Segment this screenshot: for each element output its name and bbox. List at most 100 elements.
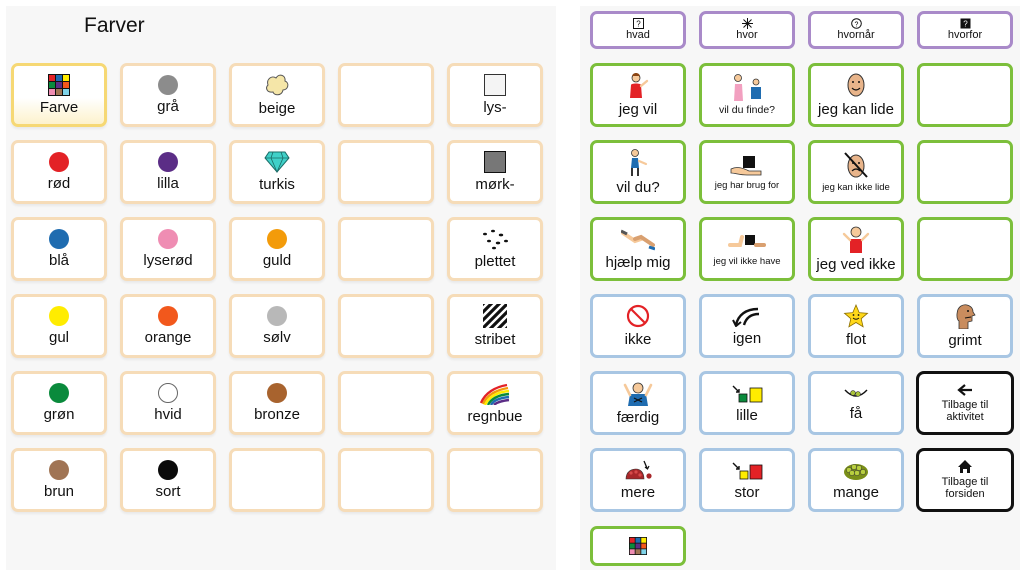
phrase-tile-empty[interactable] bbox=[917, 140, 1013, 204]
tile-label: jeg vil bbox=[618, 101, 658, 119]
word-tile-grimt[interactable]: grimt bbox=[917, 294, 1013, 358]
refuse-icon bbox=[728, 235, 766, 248]
color-tile-empty[interactable] bbox=[338, 217, 434, 281]
word-tile-mere[interactable]: mere bbox=[590, 448, 686, 512]
phrase-tile-vil-du[interactable]: vil du? bbox=[590, 140, 686, 204]
not-icon bbox=[626, 305, 650, 328]
color-tile-empty[interactable] bbox=[338, 371, 434, 435]
phrase-tile-jeg-har-brug-for[interactable]: jeg har brug for bbox=[699, 140, 795, 204]
phrase-tile-jeg-vil-ikke-have[interactable]: jeg vil ikke have bbox=[699, 217, 795, 281]
phrase-tile-jeg-kan-ikke-lide[interactable]: jeg kan ikke lide bbox=[808, 140, 904, 204]
word-tile-faerdig[interactable]: færdig bbox=[590, 371, 686, 435]
tile-label: lys- bbox=[483, 99, 507, 117]
tile-label: jeg vil ikke have bbox=[713, 256, 781, 268]
word-tile-fa[interactable]: få bbox=[808, 371, 904, 435]
color-tile-mork[interactable]: mørk- bbox=[447, 140, 543, 204]
color-tile-stribet[interactable]: stribet bbox=[447, 294, 543, 358]
arrow-left-icon bbox=[957, 384, 972, 396]
color-tile-beige[interactable]: beige bbox=[229, 63, 325, 127]
color-tile-empty[interactable] bbox=[338, 294, 434, 358]
phrase-tile-vil-du-finde[interactable]: vil du finde? bbox=[699, 63, 795, 127]
more-icon bbox=[625, 460, 652, 480]
pink-dot-icon bbox=[158, 229, 178, 250]
tile-label: stribet bbox=[474, 331, 516, 349]
color-tile-brun[interactable]: brun bbox=[11, 448, 107, 512]
color-tile-gra[interactable]: grå bbox=[120, 63, 216, 127]
tile-label: hjælp mig bbox=[605, 254, 671, 272]
color-tile-regnbue[interactable]: regnbue bbox=[447, 371, 543, 435]
color-tile-gron[interactable]: grøn bbox=[11, 371, 107, 435]
where-icon bbox=[741, 18, 753, 30]
tile-label: jeg kan ikke lide bbox=[822, 182, 890, 194]
phrase-tile-jeg-ved-ikke[interactable]: jeg ved ikke bbox=[808, 217, 904, 281]
color-tile-lys[interactable]: lys- bbox=[447, 63, 543, 127]
svg-text:?: ? bbox=[636, 20, 641, 29]
phrase-tile-jeg-kan-lide[interactable]: jeg kan lide bbox=[808, 63, 904, 127]
svg-text:?: ? bbox=[854, 22, 858, 29]
word-tile-flot[interactable]: flot bbox=[808, 294, 904, 358]
word-tile-igen[interactable]: igen bbox=[699, 294, 795, 358]
question-tile-hvad[interactable]: ? hvad bbox=[590, 11, 686, 49]
orange-dot-icon bbox=[158, 306, 178, 327]
tile-label: lilla bbox=[157, 175, 179, 193]
color-tile-empty[interactable] bbox=[338, 448, 434, 512]
like-icon bbox=[847, 73, 865, 97]
tile-label: regnbue bbox=[467, 408, 523, 426]
word-tile-lille[interactable]: lille bbox=[699, 371, 795, 435]
nav-back-activity-button[interactable]: Tilbage til aktivitet bbox=[916, 371, 1014, 435]
color-tile-empty[interactable] bbox=[447, 448, 543, 512]
color-tile-bla[interactable]: blå bbox=[11, 217, 107, 281]
color-grid-icon bbox=[48, 74, 70, 97]
color-tile-empty[interactable] bbox=[338, 140, 434, 204]
color-tile-plettet[interactable]: plettet bbox=[447, 217, 543, 281]
color-tile-orange[interactable]: orange bbox=[120, 294, 216, 358]
phrase-tile-empty[interactable] bbox=[917, 63, 1013, 127]
question-tile-hvor[interactable]: hvor bbox=[699, 11, 795, 49]
star-icon bbox=[843, 304, 869, 328]
small-icon bbox=[732, 385, 763, 403]
tile-label: Tilbage til aktivitet bbox=[941, 398, 989, 423]
tile-label: hvid bbox=[154, 406, 182, 424]
finished-icon bbox=[623, 382, 653, 407]
color-tile-empty[interactable] bbox=[229, 448, 325, 512]
white-dot-icon bbox=[158, 383, 178, 404]
find-icon bbox=[734, 74, 761, 102]
word-tile-ikke[interactable]: ikke bbox=[590, 294, 686, 358]
big-icon bbox=[732, 462, 763, 480]
color-tile-lyserod[interactable]: lyserød bbox=[120, 217, 216, 281]
phrase-tile-empty[interactable] bbox=[917, 217, 1013, 281]
tile-label: beige bbox=[258, 100, 296, 118]
phrase-tile-jeg-vil[interactable]: jeg vil bbox=[590, 63, 686, 127]
tile-label: igen bbox=[732, 330, 762, 348]
question-tile-hvorfor[interactable]: ? hvorfor bbox=[917, 11, 1013, 49]
svg-text:?: ? bbox=[963, 20, 968, 29]
tile-label: Farve bbox=[39, 99, 79, 117]
color-tile-rod[interactable]: rød bbox=[11, 140, 107, 204]
phrase-tile-hjaelp-mig[interactable]: hjælp mig bbox=[590, 217, 686, 281]
phrase-tile-colors[interactable] bbox=[590, 526, 686, 566]
color-tile-turkis[interactable]: turkis bbox=[229, 140, 325, 204]
page-title: Farver bbox=[84, 14, 145, 37]
color-tile-empty[interactable] bbox=[338, 63, 434, 127]
bronze-dot-icon bbox=[267, 383, 287, 404]
color-tile-guld[interactable]: guld bbox=[229, 217, 325, 281]
question-tile-hvornar[interactable]: ? hvornår bbox=[808, 11, 904, 49]
color-tile-bronze[interactable]: bronze bbox=[229, 371, 325, 435]
tile-label: sort bbox=[155, 483, 181, 501]
nav-back-home-button[interactable]: Tilbage til forsiden bbox=[916, 448, 1014, 512]
color-tile-farve[interactable]: Farve bbox=[11, 63, 107, 127]
person-ask-icon bbox=[631, 149, 648, 177]
word-tile-stor[interactable]: stor bbox=[699, 448, 795, 512]
color-tile-solv[interactable]: sølv bbox=[229, 294, 325, 358]
word-tile-mange[interactable]: mange bbox=[808, 448, 904, 512]
color-tile-sort[interactable]: sort bbox=[120, 448, 216, 512]
tile-label: få bbox=[849, 405, 863, 423]
tile-label: grimt bbox=[948, 332, 982, 350]
color-tile-gul[interactable]: gul bbox=[11, 294, 107, 358]
color-tile-hvid[interactable]: hvid bbox=[120, 371, 216, 435]
beige-splash-icon bbox=[266, 74, 289, 96]
tile-label: vil du? bbox=[616, 179, 660, 197]
tile-label: ikke bbox=[624, 331, 652, 349]
tile-label: hvad bbox=[626, 29, 650, 42]
color-tile-lilla[interactable]: lilla bbox=[120, 140, 216, 204]
